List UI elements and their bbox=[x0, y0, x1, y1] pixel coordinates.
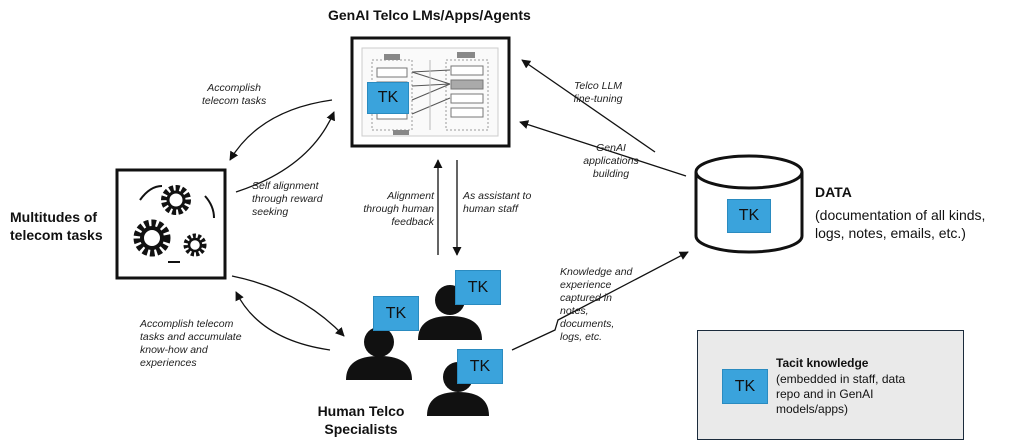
gear-icon bbox=[161, 185, 191, 215]
arrow-apps-building bbox=[519, 120, 687, 177]
edge-label-alignment-feedback: Alignment through human feedback bbox=[363, 190, 434, 228]
tk-badge-model: TK bbox=[367, 82, 409, 114]
data-title: DATA bbox=[815, 184, 852, 200]
specialists-label: Human Telco Specialists bbox=[317, 403, 405, 437]
gear-icon-small bbox=[183, 233, 207, 257]
genai-title: GenAI Telco LMs/Apps/Agents bbox=[328, 7, 531, 23]
arrow-tasks-to-model bbox=[235, 111, 335, 193]
legend-title: Tacit knowledge bbox=[776, 356, 869, 370]
tk-badge-person-2: TK bbox=[455, 270, 501, 305]
edge-label-llm-finetuning: Telco LLM fine-tuning bbox=[573, 80, 623, 105]
edge-label-knowledge-captured: Knowledge and experience captured in not… bbox=[560, 266, 633, 343]
arrow-people-to-tasks bbox=[235, 291, 331, 351]
person-icon-1 bbox=[346, 327, 412, 380]
legend-description: (embedded in staff, data repo and in Gen… bbox=[776, 372, 906, 416]
data-description: (documentation of all kinds, logs, notes… bbox=[815, 207, 986, 241]
arrow-tasks-to-people bbox=[231, 275, 345, 337]
edge-label-self-alignment: Self alignment through reward seeking bbox=[252, 180, 323, 218]
tk-badge-person-3: TK bbox=[457, 349, 503, 384]
edge-label-accomplish-tasks: Accomplish telecom tasks bbox=[202, 82, 267, 107]
arrow-model-to-tasks bbox=[229, 99, 333, 161]
edge-label-assistant: As assistant to human staff bbox=[463, 190, 532, 215]
gear-icon-large bbox=[133, 219, 171, 257]
arrow-people-to-data bbox=[511, 251, 689, 351]
edge-label-apps-building: GenAI applications building bbox=[583, 142, 639, 180]
tk-badge-data: TK bbox=[727, 199, 771, 233]
edge-label-accumulate: Accomplish telecom tasks and accumulate … bbox=[140, 318, 242, 369]
tk-badge-legend: TK bbox=[722, 369, 768, 404]
tasks-label: Multitudes of telecom tasks bbox=[10, 209, 103, 243]
arrow-finetuning bbox=[521, 59, 656, 153]
tk-badge-person-1: TK bbox=[373, 296, 419, 331]
